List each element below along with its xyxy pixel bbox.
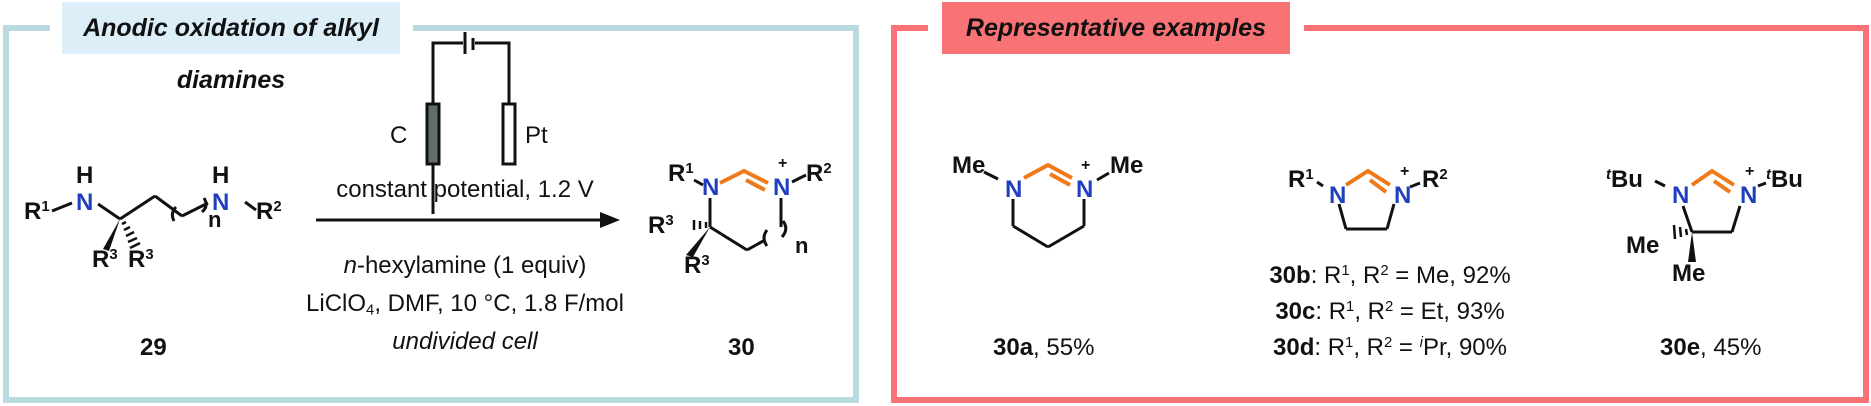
anode-label: C xyxy=(390,122,408,149)
30b-caption: 30b: R1, R2 = Me, 92% xyxy=(1269,262,1511,289)
30a-caption: 30a, 55% xyxy=(993,334,1095,361)
reactant-n-index: n xyxy=(208,207,222,232)
30b-r2: R2 xyxy=(1422,166,1448,193)
wedge-bond xyxy=(103,219,120,251)
reactant-r3-wedge: R3 xyxy=(92,246,118,273)
wedge-bond xyxy=(1688,232,1696,262)
right-panel-frame xyxy=(891,25,1869,403)
reaction-arrow xyxy=(316,212,620,228)
product-r1: R1 xyxy=(668,160,694,187)
30b-r1: R1 xyxy=(1288,166,1314,193)
30e-caption: 30e, 45% xyxy=(1660,334,1762,361)
reactant-r1: R1 xyxy=(24,198,50,225)
30a-me-right: Me xyxy=(1110,152,1144,179)
reactant-h1: H xyxy=(76,162,94,189)
30a-n1: N xyxy=(1005,176,1023,203)
condition-additive: n-hexylamine (1 equiv) xyxy=(343,252,587,279)
hash-bond xyxy=(1672,224,1689,240)
right-panel-title: Representative examples xyxy=(942,2,1290,54)
reactant-r3-hash: R3 xyxy=(128,246,154,273)
compound-30a-bonds xyxy=(983,170,1110,249)
product-n-index: n xyxy=(795,233,809,258)
product-r2: R2 xyxy=(806,160,832,187)
hash-bond xyxy=(121,220,141,250)
amidinium-bond xyxy=(719,168,769,192)
30e-tbu-left: tBu xyxy=(1606,166,1643,193)
condition-potential: constant potential, 1.2 V xyxy=(336,176,594,203)
30a-me-left: Me xyxy=(952,152,986,179)
cathode-label: Pt xyxy=(525,122,548,149)
amidinium-bond xyxy=(1023,162,1073,187)
reactant-n2: N xyxy=(212,189,230,216)
30e-me-wedge: Me xyxy=(1672,260,1706,287)
product-30-bonds xyxy=(693,173,807,252)
reactant-label-29: 29 xyxy=(140,334,167,361)
condition-electrolyte: LiClO4, DMF, 10 °C, 1.8 F/mol xyxy=(306,290,624,319)
30e-n2: N xyxy=(1740,182,1758,209)
30b-n2: N xyxy=(1394,182,1412,209)
compound-30b-bonds xyxy=(1316,180,1421,231)
product-r3-wedge: R3 xyxy=(684,252,710,279)
30a-n2: N xyxy=(1076,176,1094,203)
30e-tbu-right: tBu xyxy=(1766,166,1803,193)
left-panel-title: Anodic oxidation of alkyl diamines xyxy=(62,2,400,94)
reactant-r2: R2 xyxy=(256,198,282,225)
30e-me-hash: Me xyxy=(1626,232,1660,259)
amidinium-bond xyxy=(1690,168,1736,194)
30b-n1: N xyxy=(1329,182,1347,209)
reactant-n1: N xyxy=(76,189,94,216)
product-n1: N xyxy=(702,174,720,201)
30e-n1: N xyxy=(1672,182,1690,209)
compound-30e-bonds xyxy=(1654,179,1767,234)
hash-bond xyxy=(692,220,708,230)
30c-caption: 30c: R1, R2 = Et, 93% xyxy=(1275,298,1505,325)
electrochemical-cell-icon xyxy=(425,32,517,214)
30b-plus-charge: + xyxy=(1400,163,1410,180)
30a-plus-charge: + xyxy=(1081,157,1091,174)
wedge-bond xyxy=(686,227,710,257)
product-label-30: 30 xyxy=(728,334,755,361)
reactant-h2: H xyxy=(212,162,230,189)
amidinium-bond xyxy=(1344,168,1392,194)
left-panel-frame xyxy=(3,25,859,403)
30e-plus-charge: + xyxy=(1745,163,1755,180)
product-n2: N xyxy=(773,174,791,201)
30d-caption: 30d: R1, R2 = iPr, 90% xyxy=(1273,334,1507,361)
product-plus-charge: + xyxy=(778,155,788,172)
reactant-29-bonds xyxy=(51,194,257,222)
condition-cell-type: undivided cell xyxy=(392,328,538,355)
product-r3-hash: R3 xyxy=(648,212,674,239)
